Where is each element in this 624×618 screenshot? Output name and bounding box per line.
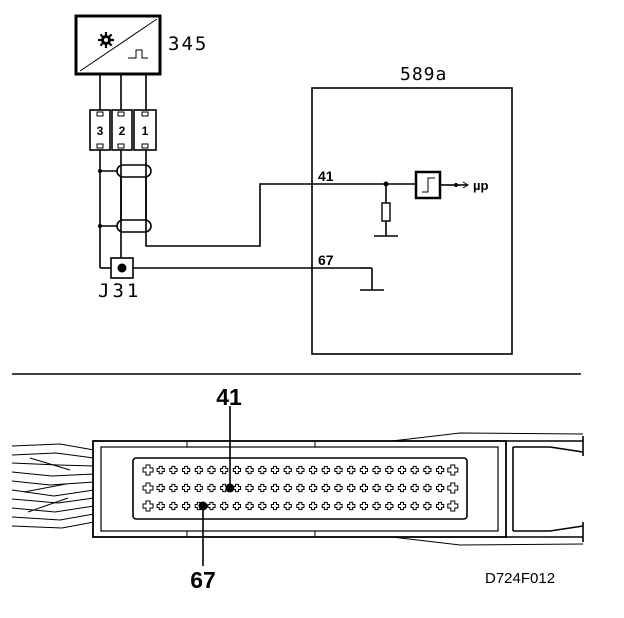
plug-pin-hole — [334, 501, 343, 511]
plug-pin-hole — [359, 483, 368, 493]
plug-pin-hole — [410, 501, 419, 511]
plug-pin-hole — [169, 465, 178, 475]
plug-pin-hole — [156, 501, 165, 511]
gear-icon — [98, 32, 114, 48]
plug-pin-hole — [258, 483, 267, 493]
plug-pin-hole — [245, 501, 254, 511]
square-pulse-icon — [128, 49, 148, 59]
plug-pin-hole — [359, 465, 368, 475]
plug-pin-hole — [347, 465, 356, 475]
plug-pin-hole — [423, 501, 432, 511]
plug-pin-hole — [334, 465, 343, 475]
sensor-345 — [74, 14, 162, 76]
plug-pin-hole — [447, 482, 459, 494]
plug-pin-hole — [359, 501, 368, 511]
plug-pin-hole — [270, 501, 280, 511]
microprocessor-label: µp — [473, 178, 488, 193]
plug-pin-hole — [182, 483, 191, 493]
plug-pin-hole — [156, 465, 165, 475]
plug-pin-hole — [169, 501, 178, 511]
plug-pin-hole — [220, 483, 229, 493]
plug-pin-hole — [194, 483, 203, 493]
plug-pin-hole — [296, 483, 305, 493]
plug-pin-hole — [283, 483, 292, 493]
plug-pin-hole — [182, 501, 191, 511]
plug-pin-hole — [423, 465, 432, 475]
plug-pin-hole — [410, 483, 419, 493]
plug-pin-hole — [423, 483, 432, 493]
plug-pin-hole — [194, 465, 203, 475]
plug-pin-hole — [296, 501, 305, 511]
plug-pin-hole — [385, 465, 394, 475]
plug-pin-hole — [296, 465, 305, 475]
plug-pin-hole — [397, 483, 407, 493]
plug-pin-hole — [245, 483, 254, 493]
connector-pin-label: 1 — [142, 124, 149, 138]
plug-pin-hole — [447, 464, 459, 476]
plug-pin-hole — [258, 465, 267, 475]
plug-pin-hole — [347, 483, 356, 493]
plug-pin-hole — [207, 501, 216, 511]
plug-pin-hole — [270, 465, 280, 475]
plug-pin-hole — [142, 464, 154, 476]
ecu-id-label: 589a — [400, 64, 447, 85]
plug-pin-hole — [321, 483, 330, 493]
plug-pin-hole — [207, 465, 216, 475]
plug-pin-hole — [220, 501, 229, 511]
connector-pin-label: 3 — [97, 124, 104, 138]
plug-pin-hole — [169, 483, 178, 493]
plug-pin-hole — [436, 483, 445, 493]
plug-pin-hole — [372, 483, 381, 493]
plug-pin-hole — [410, 465, 419, 475]
plug-pin-hole — [232, 501, 241, 511]
plug-pin-hole — [142, 500, 154, 512]
sensor-id-label: 345 — [168, 33, 208, 55]
plug-pin-hole — [334, 483, 343, 493]
plug-pin-hole — [372, 501, 381, 511]
plug-pin-hole — [258, 501, 267, 511]
connector-pin-label: 2 — [119, 124, 126, 138]
plug-pin-hole — [309, 483, 318, 493]
plug-pin-hole — [207, 483, 216, 493]
plug-pin-hole — [385, 501, 394, 511]
plug-pin-hole — [309, 501, 318, 511]
junction-j31 — [100, 257, 360, 279]
plug-pin-hole — [142, 482, 154, 494]
plug-pin-grid — [142, 464, 459, 512]
pin-41-marker — [225, 483, 235, 493]
plug-pin-hole — [156, 483, 165, 493]
resistor — [381, 202, 391, 222]
sensor-connector: 3 2 1 — [89, 109, 157, 151]
plug-pin-hole — [372, 465, 381, 475]
plug-pin-hole — [245, 465, 254, 475]
plug-pin-hole — [436, 501, 445, 511]
plug-pin-hole — [270, 483, 280, 493]
schmitt-trigger — [414, 170, 442, 200]
junction-label: J31 — [98, 280, 141, 302]
plug-pin-hole — [182, 465, 191, 475]
plug-pin-hole — [321, 501, 330, 511]
plug-pin-hole — [232, 465, 241, 475]
wire-bundle — [11, 443, 95, 529]
plug-pin-hole — [436, 465, 445, 475]
plug-pin-hole — [321, 465, 330, 475]
plug-pin-hole — [220, 465, 229, 475]
cable-shield — [98, 164, 152, 233]
plug-pin-hole — [397, 465, 407, 475]
plug-pin-67-label: 67 — [190, 567, 216, 593]
ecu-589a — [311, 87, 513, 355]
plug-pin-hole — [347, 501, 356, 511]
pin-67-marker — [198, 501, 208, 511]
plug-pin-hole — [309, 465, 318, 475]
plug-pin-hole — [397, 501, 407, 511]
figure-code: D724F012 — [485, 570, 555, 587]
plug-pin-hole — [283, 465, 292, 475]
ecu-pin-ground-label: 67 — [318, 252, 334, 268]
plug-pin-hole — [385, 483, 394, 493]
plug-pin-41-label: 41 — [216, 384, 242, 410]
ecu-pin-signal-label: 41 — [318, 168, 334, 184]
plug-pin-hole — [283, 501, 292, 511]
plug-pin-hole — [447, 500, 459, 512]
